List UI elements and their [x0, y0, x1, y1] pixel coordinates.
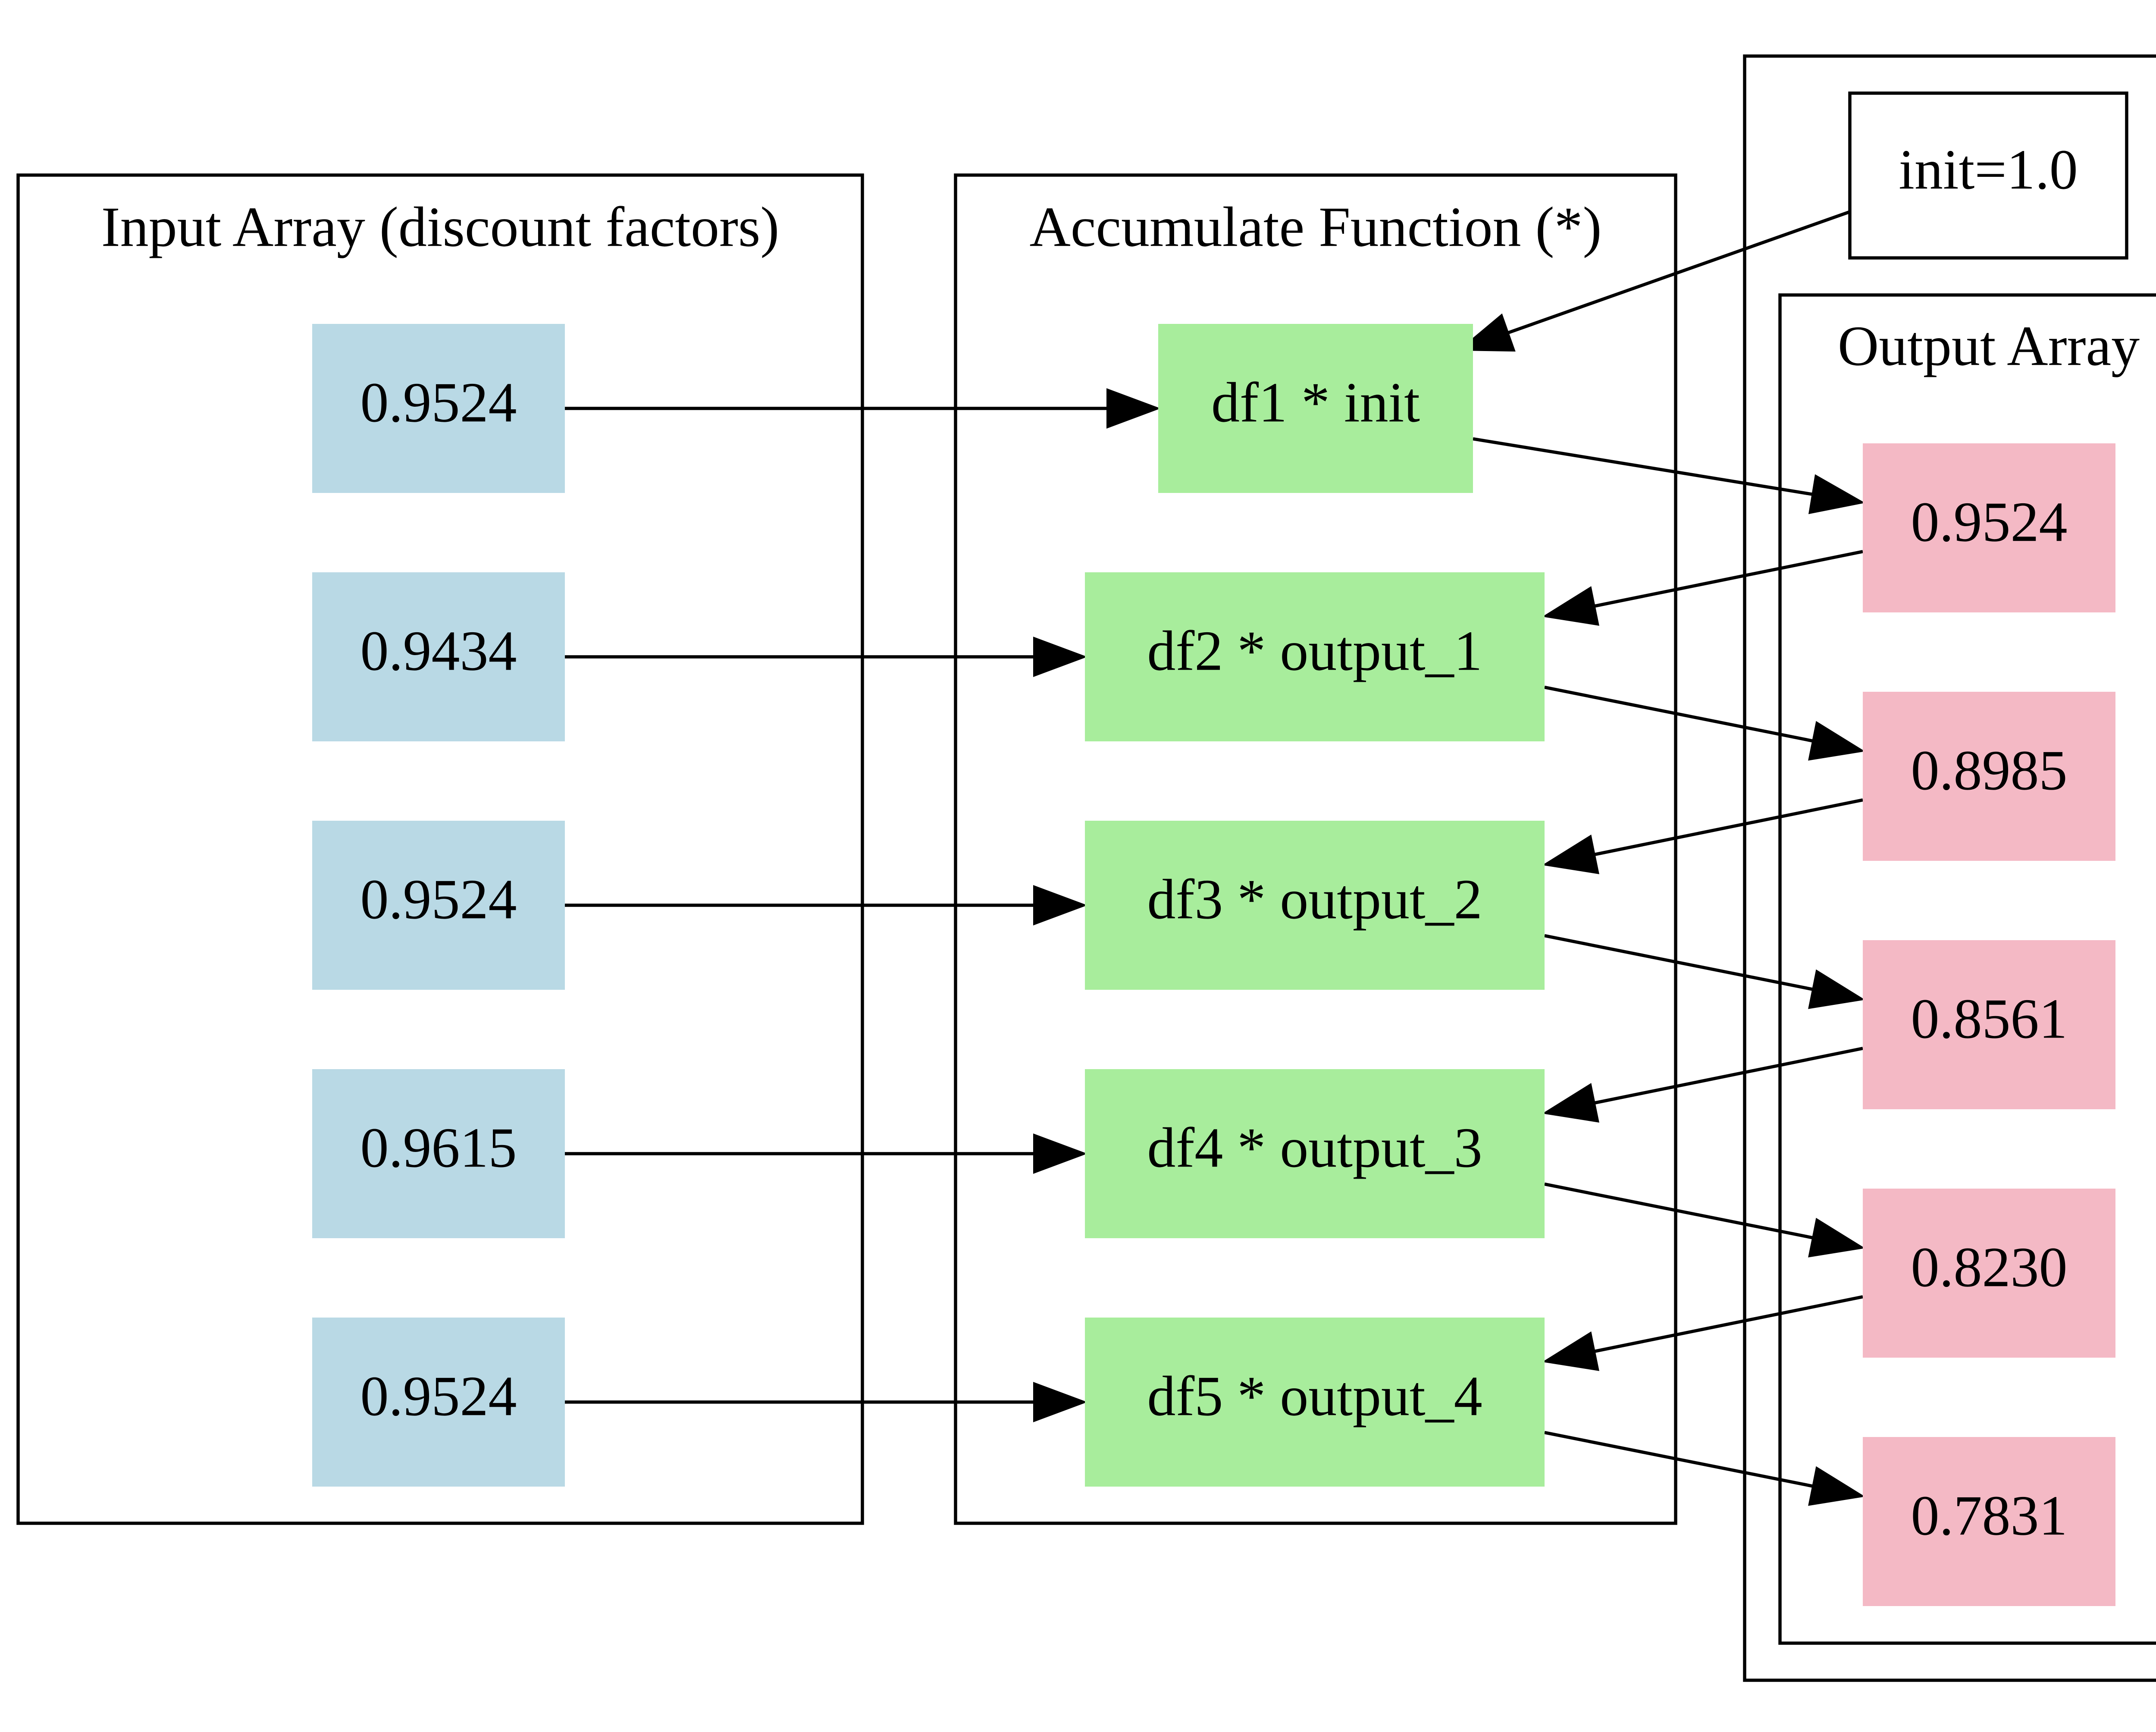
function-node-box	[1085, 1069, 1545, 1238]
input-node-3: 0.9524	[312, 821, 565, 990]
function-node-box	[1085, 1318, 1545, 1487]
function-node-4: df4 * output_3	[1085, 1069, 1545, 1238]
arrow-head-icon	[1542, 1331, 1599, 1371]
output-node-box	[1863, 1437, 2115, 1606]
output-node-2: 0.8985	[1863, 692, 2115, 861]
output-node-label: 0.9524	[1911, 490, 2068, 553]
arrow-head-icon	[1033, 1133, 1087, 1174]
input-array-cluster	[16, 173, 864, 1525]
input-node-2: 0.9434	[312, 572, 565, 741]
arrow-head-icon	[1808, 969, 1865, 1009]
arrow-head-icon	[1033, 885, 1087, 926]
function-node-3: df3 * output_2	[1085, 821, 1545, 990]
arrow-head-icon	[1808, 1466, 1865, 1506]
output-node-5: 0.7831	[1863, 1437, 2115, 1606]
edge-output-1-to-function-2	[1594, 798, 1863, 857]
output-node-4: 0.8230	[1863, 1189, 2115, 1358]
function-node-5: df5 * output_4	[1085, 1318, 1545, 1487]
arrow-head-icon	[1106, 388, 1161, 429]
arrow-head-icon	[1542, 835, 1599, 874]
function-node-box	[1085, 572, 1545, 741]
edge-function-0-to-output-0	[1473, 437, 1813, 496]
function-node-label: df5 * output_4	[1147, 1364, 1482, 1428]
output-node-box	[1863, 443, 2115, 612]
edge-function-3-to-output-3	[1544, 1182, 1814, 1239]
arrow-head-icon	[1457, 313, 1516, 352]
output-node-box	[1863, 940, 2115, 1109]
function-node-label: df1 * init	[1211, 370, 1420, 434]
output-node-box	[1863, 692, 2115, 861]
function-node-box	[1158, 324, 1473, 493]
input-node-label: 0.9434	[360, 619, 517, 682]
function-node-label: df4 * output_3	[1147, 1116, 1482, 1179]
arrow-head-icon	[1542, 1083, 1599, 1123]
arrow-head-icon	[1033, 1382, 1087, 1422]
arrow-head-icon	[1033, 637, 1087, 677]
input-node-box	[312, 572, 565, 741]
edge-function-2-to-output-2	[1544, 934, 1814, 991]
output-node-3: 0.8561	[1863, 940, 2115, 1109]
input-node-label: 0.9524	[360, 867, 517, 931]
output-node-label: 0.8985	[1911, 738, 2068, 802]
arrow-head-icon	[1542, 586, 1599, 626]
input-node-4: 0.9615	[312, 1069, 565, 1238]
function-node-label: df2 * output_1	[1147, 619, 1482, 682]
input-node-1: 0.9524	[312, 324, 565, 493]
init-node-label: init=1.0	[1899, 138, 2078, 201]
input-node-label: 0.9615	[360, 1116, 517, 1179]
edge-function-1-to-output-1	[1544, 685, 1814, 743]
arrow-head-icon	[1808, 474, 1865, 515]
arrow-head-icon	[1808, 721, 1865, 761]
function-node-label: df3 * output_2	[1147, 867, 1482, 931]
output-node-label: 0.7831	[1911, 1484, 2068, 1547]
output-node-box	[1863, 1189, 2115, 1358]
edge-output-3-to-function-4	[1594, 1295, 1863, 1353]
input-node-label: 0.9524	[360, 1364, 517, 1428]
input-node-box	[312, 1069, 565, 1238]
input-node-box	[312, 1318, 565, 1487]
edge-function-4-to-output-4	[1544, 1431, 1814, 1488]
function-node-1: df1 * init	[1158, 324, 1473, 493]
output-node-label: 0.8561	[1911, 987, 2068, 1050]
edges-layer	[565, 210, 1865, 1506]
input-array-label: Input Array (discount factors)	[101, 195, 780, 258]
function-node-box	[1085, 821, 1545, 990]
edge-init-to-function-0	[1507, 210, 1851, 335]
output-node-label: 0.8230	[1911, 1235, 2068, 1299]
output-array-cluster	[1778, 293, 2156, 1645]
input-node-box	[312, 324, 565, 493]
input-node-box	[312, 821, 565, 990]
accumulate-function-cluster	[954, 173, 1677, 1525]
input-node-5: 0.9524	[312, 1318, 565, 1487]
edge-output-0-to-function-1	[1594, 550, 1863, 608]
accumulate-function-label: Accumulate Function (*)	[1030, 195, 1602, 258]
input-node-label: 0.9524	[360, 370, 517, 434]
nodes-layer: 0.9524 0.9434 0.9524 0.9615 0.9524 df1 * init…	[312, 324, 2115, 1606]
arrow-head-icon	[1808, 1217, 1865, 1258]
output-array-label: Output Array	[1838, 314, 2140, 377]
init-node	[1848, 91, 2128, 260]
output-outer-cluster	[1743, 54, 2156, 1682]
edge-output-2-to-function-3	[1594, 1047, 1863, 1105]
function-node-2: df2 * output_1	[1085, 572, 1545, 741]
output-node-1: 0.9524	[1863, 443, 2115, 612]
